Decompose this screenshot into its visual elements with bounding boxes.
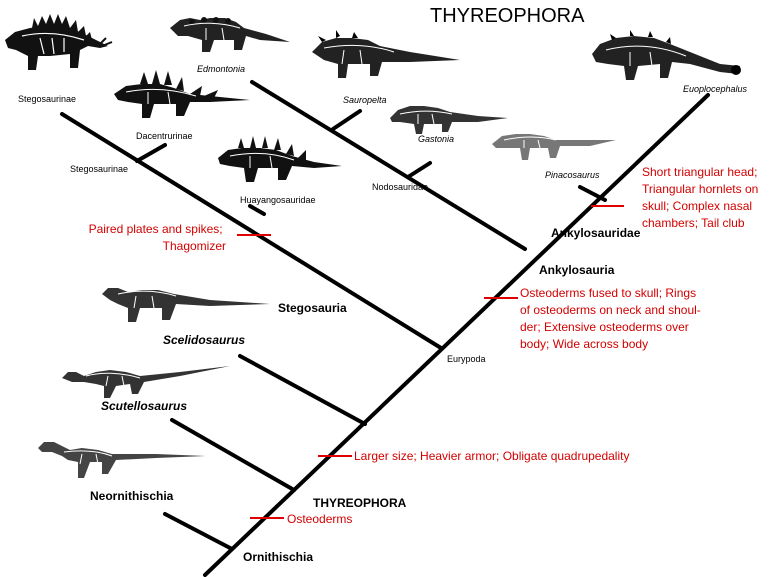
taxon-edmontonia: Edmontonia [197,64,245,74]
branch-neornithischia [163,512,234,551]
clade-ankylosauridae: Ankylosauridae [551,226,641,240]
character-stegosauria-line-2: Thagomizer [163,239,226,253]
taxon-scutellosaurus: Scutellosaurus [101,399,187,413]
gastonia-silhouette [390,106,508,134]
character-ankylosauridae: Short triangular head; Triangular hornle… [642,165,762,230]
branch-stegosaurinae-dacentrurinae [135,143,167,163]
dacentrurus-silhouette [114,70,250,118]
character-ankylosauria: Osteoderms fused to skull; Rings of oste… [520,286,704,351]
clade-stegosauria: Stegosauria [278,301,347,315]
figure-title: THYREOPHORA [430,5,585,27]
taxon-scelidosaurus: Scelidosaurus [163,333,245,347]
clade-thyreophora: THYREOPHORA [313,496,407,510]
branch-huayangosauridae [248,204,266,216]
branch-sauropelta [331,109,362,131]
taxon-neornithischia: Neornithischia [90,489,174,503]
character-ankylosauridae-line-3: skull; Complex nasal [642,199,752,213]
branch-pinacosaurus [578,185,607,202]
character-thyreophora: Osteoderms [287,512,352,526]
euoplocephalus-silhouette [592,30,741,80]
branch-nodosauridae [250,80,527,251]
branch-main-trunk [203,93,710,577]
taxon-dacentrurinae: Dacentrurinae [136,131,193,141]
taxon-gastonia: Gastonia [418,134,454,144]
clade-ankylosauria: Ankylosauria [539,263,615,277]
edmontonia-silhouette [170,17,290,52]
sauropelta-silhouette [312,30,460,78]
character-stegosauria-line-1: Paired plates and spikes; [89,222,223,236]
branch-stegosauria [60,112,443,350]
branch-scutellosaurus [170,418,296,492]
taxon-pinacosaurus: Pinacosaurus [545,170,600,180]
character-ticks [237,205,624,519]
scutellosaurus-silhouette [62,366,230,398]
taxon-huayangosauridae: Huayangosauridae [240,195,316,205]
clade-eurypoda: Eurypoda [447,354,486,364]
character-stegosauria: Paired plates and spikes; Thagomizer [89,222,226,253]
character-ankylosauridae-line-1: Short triangular head; [642,165,757,179]
taxon-sauropelta: Sauropelta [343,95,387,105]
taxon-labels: Stegosaurinae Edmontonia Sauropelta Euop… [18,64,748,503]
character-ankylosauria-line-2: of osteoderms on neck and shoul- [520,303,701,317]
character-ankylosauria-line-4: body; Wide across body [520,337,648,351]
clade-labels: Ankylosauridae Ankylosauria Stegosauria … [243,226,641,564]
taxon-stegosaurinae-top: Stegosaurinae [18,94,76,104]
clade-ornithischia: Ornithischia [243,550,313,564]
branch-scelidosaurus [238,354,367,426]
taxon-stegosaurinae-clade: Stegosaurinae [70,164,128,174]
stegosaurus-silhouette [5,14,113,70]
huayangosaurus-silhouette [218,136,342,182]
scelidosaurus-silhouette [102,288,270,322]
character-ankylosauria-line-3: der; Extensive osteoderms over [520,320,689,334]
taxon-euoplocephalus: Euoplocephalus [683,84,748,94]
character-ankylosauridae-line-2: Triangular hornlets on [642,182,758,196]
character-ankylosauridae-line-4: chambers; Tail club [642,216,745,230]
pinacosaurus-silhouette [492,134,616,160]
branch-gastonia [406,161,432,179]
character-ankylosauria-line-1: Osteoderms fused to skull; Rings [520,286,696,300]
lesothosaurus-silhouette [38,442,206,478]
tree-branches [60,80,710,577]
character-eurypoda: Larger size; Heavier armor; Obligate qua… [354,449,629,463]
character-texts: Short triangular head; Triangular hornle… [89,165,762,526]
taxon-nodosauridae: Nodosauridae [372,182,428,192]
